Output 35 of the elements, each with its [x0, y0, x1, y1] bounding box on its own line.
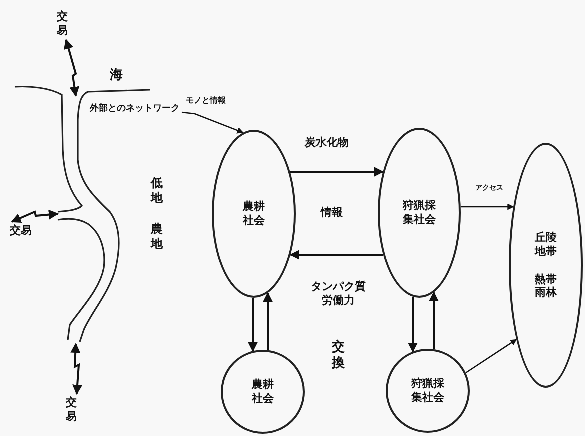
node-label: 狩猟採集社会	[412, 377, 444, 405]
node-label: 農耕社会	[252, 378, 274, 406]
place-label: 交易	[10, 224, 32, 238]
arrow	[460, 204, 514, 210]
circle-node	[221, 350, 305, 434]
ellipse-node	[509, 143, 583, 388]
arrow	[248, 298, 258, 352]
edge-label: 炭水化物	[305, 136, 349, 150]
ellipse-node	[378, 128, 461, 298]
area-label: 農地	[151, 222, 163, 252]
area-label: 海	[110, 68, 123, 84]
arrow	[408, 297, 418, 353]
arrow	[290, 167, 384, 177]
area-label: 交換	[332, 340, 345, 372]
arrow	[11, 210, 59, 223]
node-label: 熱帯雨林	[535, 272, 557, 300]
edge-label: モノと情報	[185, 96, 227, 106]
arrow	[466, 339, 518, 374]
arrow	[429, 292, 439, 350]
place-label: 交易	[66, 396, 77, 424]
area-label: 情報	[321, 206, 343, 220]
arrow	[182, 112, 244, 134]
arrow	[263, 292, 273, 350]
place-label: 交易	[57, 10, 68, 38]
area-label: 低地	[151, 176, 163, 206]
node-label: 狩猟採集社会	[403, 199, 436, 227]
circle-node	[386, 349, 470, 433]
node-label: 農耕社会	[243, 200, 265, 228]
place-label: 外部とのネットワーク	[90, 104, 180, 116]
edge-label: タンパク質労働力	[311, 280, 366, 308]
node-label: 丘陵地帯	[535, 231, 557, 258]
arrow	[290, 250, 384, 260]
arrow	[70, 343, 83, 395]
ellipse-node	[212, 130, 296, 298]
arrow	[64, 39, 80, 97]
